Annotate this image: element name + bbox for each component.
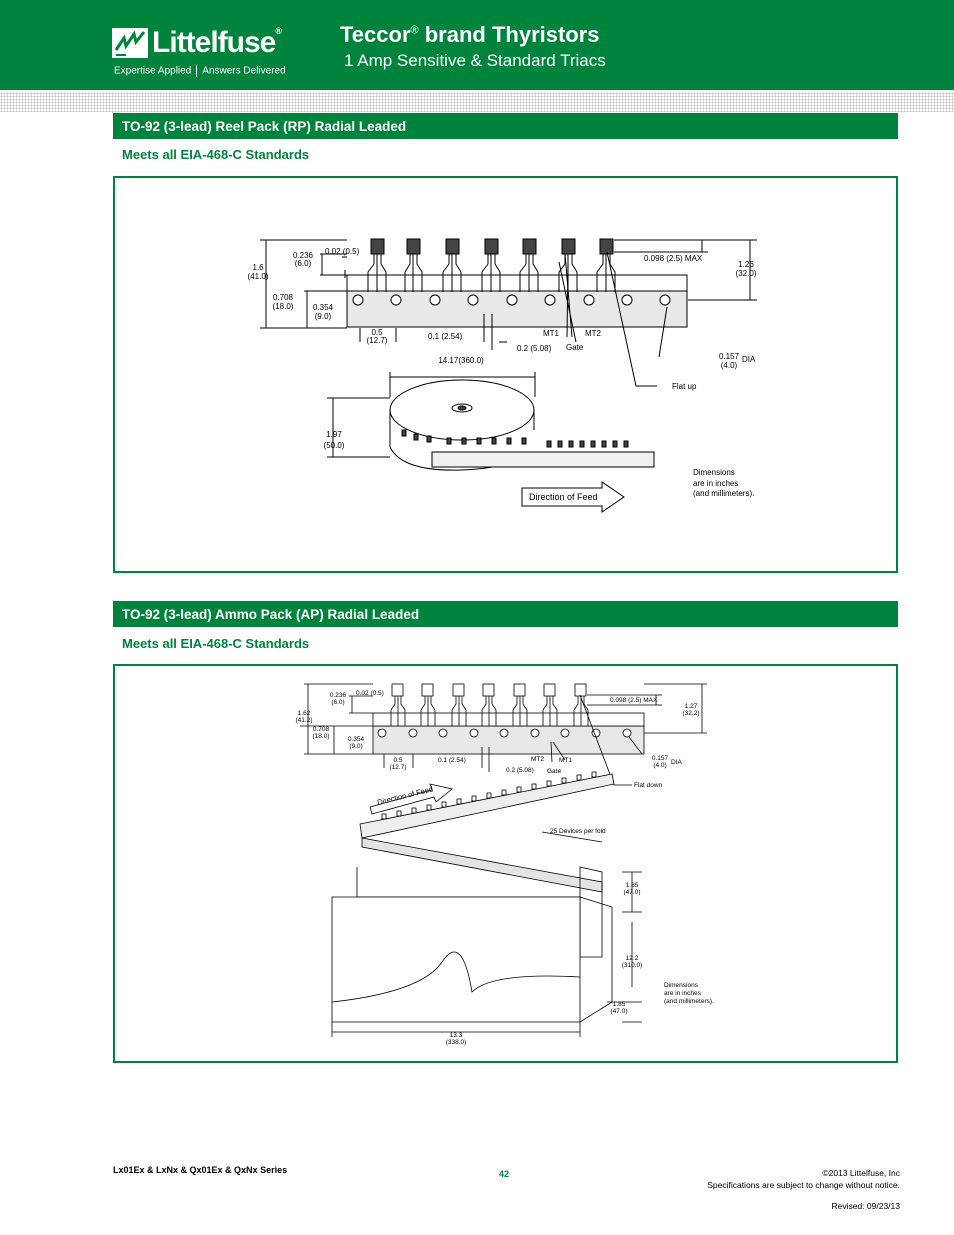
svg-text:1.26: 1.26 [738, 260, 754, 269]
svg-text:(6.0): (6.0) [295, 259, 312, 268]
section2-subtitle: Meets all EIA-468-C Standards [122, 636, 310, 651]
svg-text:0.236: 0.236 [330, 692, 347, 699]
page-title: Teccor® brand Thyristors [340, 22, 600, 47]
svg-text:25 Devices per fold: 25 Devices per fold [550, 828, 606, 835]
svg-text:0.098 (2.5) MAX: 0.098 (2.5) MAX [610, 697, 658, 704]
svg-text:(9.0): (9.0) [349, 743, 362, 750]
svg-text:Flat down: Flat down [634, 782, 663, 789]
svg-text:0.236: 0.236 [293, 251, 314, 260]
svg-text:(4.0): (4.0) [721, 361, 738, 370]
logo-text: Littelfuse® [152, 26, 282, 59]
svg-text:(4.0): (4.0) [653, 762, 666, 769]
svg-text:1.27: 1.27 [685, 703, 698, 710]
svg-text:14.17(360.0): 14.17(360.0) [438, 356, 484, 365]
svg-text:13.3: 13.3 [450, 1032, 463, 1039]
svg-text:MT1: MT1 [559, 757, 572, 764]
svg-text:(32.0): (32.0) [736, 269, 757, 278]
svg-text:(12.7): (12.7) [390, 764, 407, 771]
svg-text:Flat up: Flat up [672, 382, 697, 391]
svg-text:1.62: 1.62 [298, 710, 311, 717]
svg-text:0.1 (2.54): 0.1 (2.54) [438, 757, 466, 764]
svg-text:0.708: 0.708 [273, 293, 294, 302]
svg-text:(and millimeters).: (and millimeters). [693, 489, 754, 498]
svg-text:(and millimeters).: (and millimeters). [664, 998, 714, 1005]
footer-legal: ©2013 Littelfuse, Inc Specifications are… [707, 1167, 900, 1212]
svg-text:0.02 (0.5): 0.02 (0.5) [325, 247, 360, 256]
svg-text:0.5: 0.5 [393, 757, 402, 764]
svg-text:MT2: MT2 [531, 756, 544, 763]
svg-text:(6.0): (6.0) [331, 699, 344, 706]
svg-text:0.157: 0.157 [719, 352, 740, 361]
svg-text:12.2: 12.2 [626, 955, 639, 962]
svg-text:1.85: 1.85 [613, 1001, 626, 1008]
svg-text:0.354: 0.354 [348, 736, 365, 743]
svg-text:0.5: 0.5 [371, 328, 383, 337]
svg-text:0.708: 0.708 [313, 726, 330, 733]
svg-text:1.97: 1.97 [326, 430, 342, 439]
svg-text:0.1 (2.54): 0.1 (2.54) [428, 332, 463, 341]
svg-text:(12.7): (12.7) [367, 336, 388, 345]
svg-text:MT2: MT2 [585, 329, 602, 338]
littelfuse-logo-icon [112, 28, 148, 58]
svg-text:0.098 (2.5) MAX: 0.098 (2.5) MAX [644, 254, 703, 263]
svg-text:(41.2): (41.2) [296, 717, 313, 724]
svg-text:(9.0): (9.0) [315, 312, 332, 321]
svg-text:MT1: MT1 [543, 329, 560, 338]
section1-diagram-frame: 1.6 (41.0) 0.236 (6.0) 0.02 (0.5) 0.708 … [113, 176, 898, 573]
svg-text:0.2 (5.08): 0.2 (5.08) [517, 344, 552, 353]
svg-text:DIA: DIA [671, 759, 683, 766]
svg-text:(338.0): (338.0) [446, 1039, 467, 1046]
section1-title-bar: TO-92 (3-lead) Reel Pack (RP) Radial Lea… [113, 113, 898, 139]
svg-text:DIA: DIA [742, 355, 756, 364]
svg-text:(32.2): (32.2) [683, 710, 700, 717]
svg-text:Dimensions: Dimensions [664, 982, 699, 989]
svg-text:Gate: Gate [547, 768, 561, 775]
svg-text:are in inches: are in inches [664, 990, 702, 997]
svg-text:(18.0): (18.0) [313, 733, 330, 740]
copyright: ©2013 Littelfuse, Inc [822, 1168, 900, 1178]
svg-text:1.6: 1.6 [252, 263, 264, 272]
svg-text:(50.0): (50.0) [324, 441, 345, 450]
svg-text:(310.0): (310.0) [622, 962, 643, 969]
svg-text:(18.0): (18.0) [273, 302, 294, 311]
footer-series: Lx01Ex & LxNx & Qx01Ex & QxNx Series [113, 1165, 288, 1175]
section1-subtitle: Meets all EIA-468-C Standards [122, 147, 310, 162]
reel-pack-diagram: 1.6 (41.0) 0.236 (6.0) 0.02 (0.5) 0.708 … [248, 238, 757, 513]
svg-text:are in inches: are in inches [693, 479, 738, 488]
svg-text:1.85: 1.85 [626, 882, 639, 889]
svg-text:Gate: Gate [566, 343, 584, 352]
svg-text:(47.0): (47.0) [611, 1008, 628, 1015]
svg-text:0.02 (0.5): 0.02 (0.5) [356, 690, 384, 697]
svg-text:Dimensions: Dimensions [693, 468, 735, 477]
notice: Specifications are subject to change wit… [707, 1180, 900, 1190]
page-subtitle: 1 Amp Sensitive & Standard Triacs [344, 51, 606, 70]
svg-text:0.354: 0.354 [313, 303, 334, 312]
svg-text:0.157: 0.157 [652, 755, 669, 762]
page-number: 42 [499, 1169, 510, 1179]
header-dot-band [0, 92, 954, 112]
svg-text:(41.0): (41.0) [248, 272, 269, 281]
svg-text:0.2 (5.08): 0.2 (5.08) [506, 767, 534, 774]
svg-text:Direction of Feed: Direction of Feed [529, 492, 598, 502]
section2-title-bar: TO-92 (3-lead) Ammo Pack (AP) Radial Lea… [113, 601, 898, 627]
revision-date: Revised: 09/23/13 [831, 1201, 900, 1211]
section2-diagram-frame: 1.62 (41.2) 0.236 (6.0) 0.02 (0.5) 0.708… [113, 664, 898, 1063]
svg-text:(47.0): (47.0) [624, 889, 641, 896]
ammo-pack-diagram: 1.62 (41.2) 0.236 (6.0) 0.02 (0.5) 0.708… [296, 683, 714, 1046]
